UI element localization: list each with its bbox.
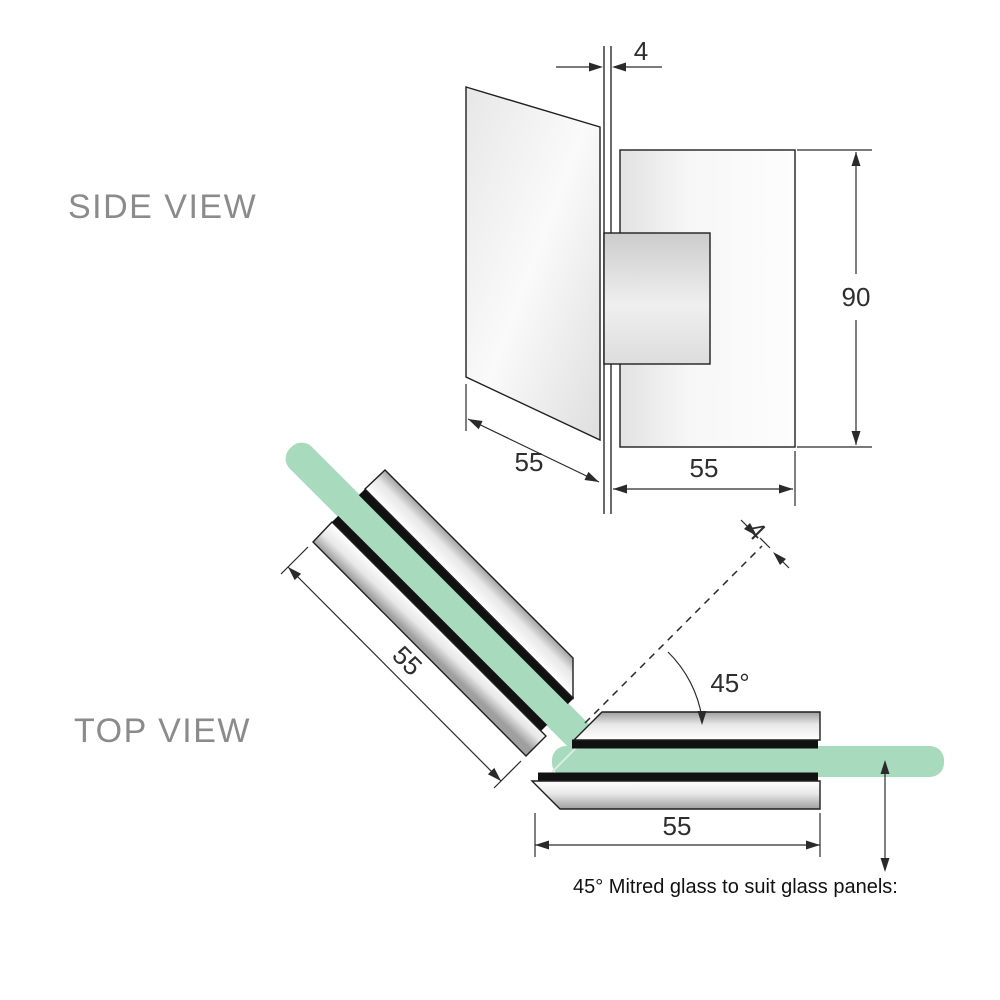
extension-line <box>493 760 522 789</box>
arrowhead-upleft-icon <box>773 552 786 565</box>
dim-text-45deg: 45° <box>710 668 749 698</box>
mitre-tick <box>759 537 771 549</box>
side-view-label: SIDE VIEW <box>68 188 257 226</box>
angle-arc <box>667 651 703 719</box>
dim-panel-width: 55 <box>465 384 600 483</box>
arrowhead-left-icon <box>613 484 627 494</box>
glass-panel-side <box>465 86 601 442</box>
arrowhead-downright-icon <box>744 523 757 536</box>
arrowhead-left-icon <box>468 419 483 430</box>
arrowhead-down-icon <box>851 431 861 445</box>
dim-text-55: 55 <box>690 453 719 483</box>
clamp-plate-diagonal-lower <box>312 520 547 757</box>
mitre-plane-dashed-line <box>584 545 763 724</box>
glass-panel-horizontal <box>552 746 944 777</box>
gasket-diagonal-upper <box>358 488 575 705</box>
clamp-plate-horizontal-upper <box>572 711 821 741</box>
extension-line <box>280 546 309 575</box>
arrowhead-down-icon <box>697 711 707 725</box>
caption-text: 45° Mitred glass to suit glass panels: <box>573 876 898 898</box>
dim-text-55: 55 <box>663 811 692 841</box>
arrowhead-downright-icon <box>487 767 501 781</box>
dim-text-55: 55 <box>515 447 544 477</box>
arrowhead-up-icon <box>880 760 890 774</box>
hinge-knuckle <box>603 232 711 365</box>
top-view: TOP VIEW 4 45° <box>74 442 944 898</box>
arrowhead-right-icon <box>584 471 599 482</box>
arrowhead-up-icon <box>851 152 861 166</box>
arrowhead-left-icon <box>535 840 549 850</box>
arrowhead-right-icon <box>589 62 603 72</box>
glass-panel-leader <box>880 760 890 872</box>
dim-plate-width: 55 <box>613 451 796 506</box>
arrowhead-right-icon <box>806 840 820 850</box>
dim-plate-height: 90 <box>797 149 872 448</box>
dim-mitre-angle: 45° <box>667 651 750 725</box>
dim-text-4: 4 <box>634 36 648 66</box>
dim-text-4: 4 <box>741 515 772 546</box>
arrowhead-left-icon <box>612 62 626 72</box>
dim-line <box>287 566 502 782</box>
arrowhead-down-icon <box>880 858 890 872</box>
clamp-plate-diagonal-upper <box>363 469 574 700</box>
top-view-label: TOP VIEW <box>74 712 251 750</box>
side-view: SIDE VIEW 4 90 <box>68 36 872 514</box>
gasket-diagonal-lower <box>331 515 548 732</box>
dim-line <box>467 418 600 483</box>
arrowhead-upleft-icon <box>288 567 302 581</box>
dim-bottom-plate-width: 55 <box>534 811 821 857</box>
arrowhead-right-icon <box>779 484 793 494</box>
glass-panel-diagonal <box>285 442 593 750</box>
dim-text-90: 90 <box>842 282 871 312</box>
dim-mitre-thickness: 4 <box>584 515 790 724</box>
clamp-plate-horizontal-lower <box>530 780 821 810</box>
dim-glass-thickness: 4 <box>556 36 662 72</box>
